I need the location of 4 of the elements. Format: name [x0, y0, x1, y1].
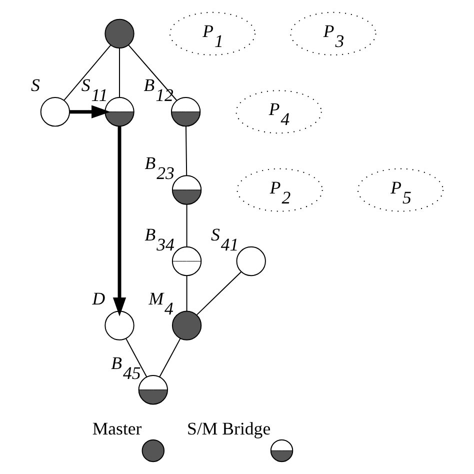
legend-label: S/M Bridge	[187, 418, 271, 438]
node-label: S	[30, 74, 40, 95]
node-label: D	[92, 288, 106, 309]
legend-label: Master	[92, 418, 142, 438]
